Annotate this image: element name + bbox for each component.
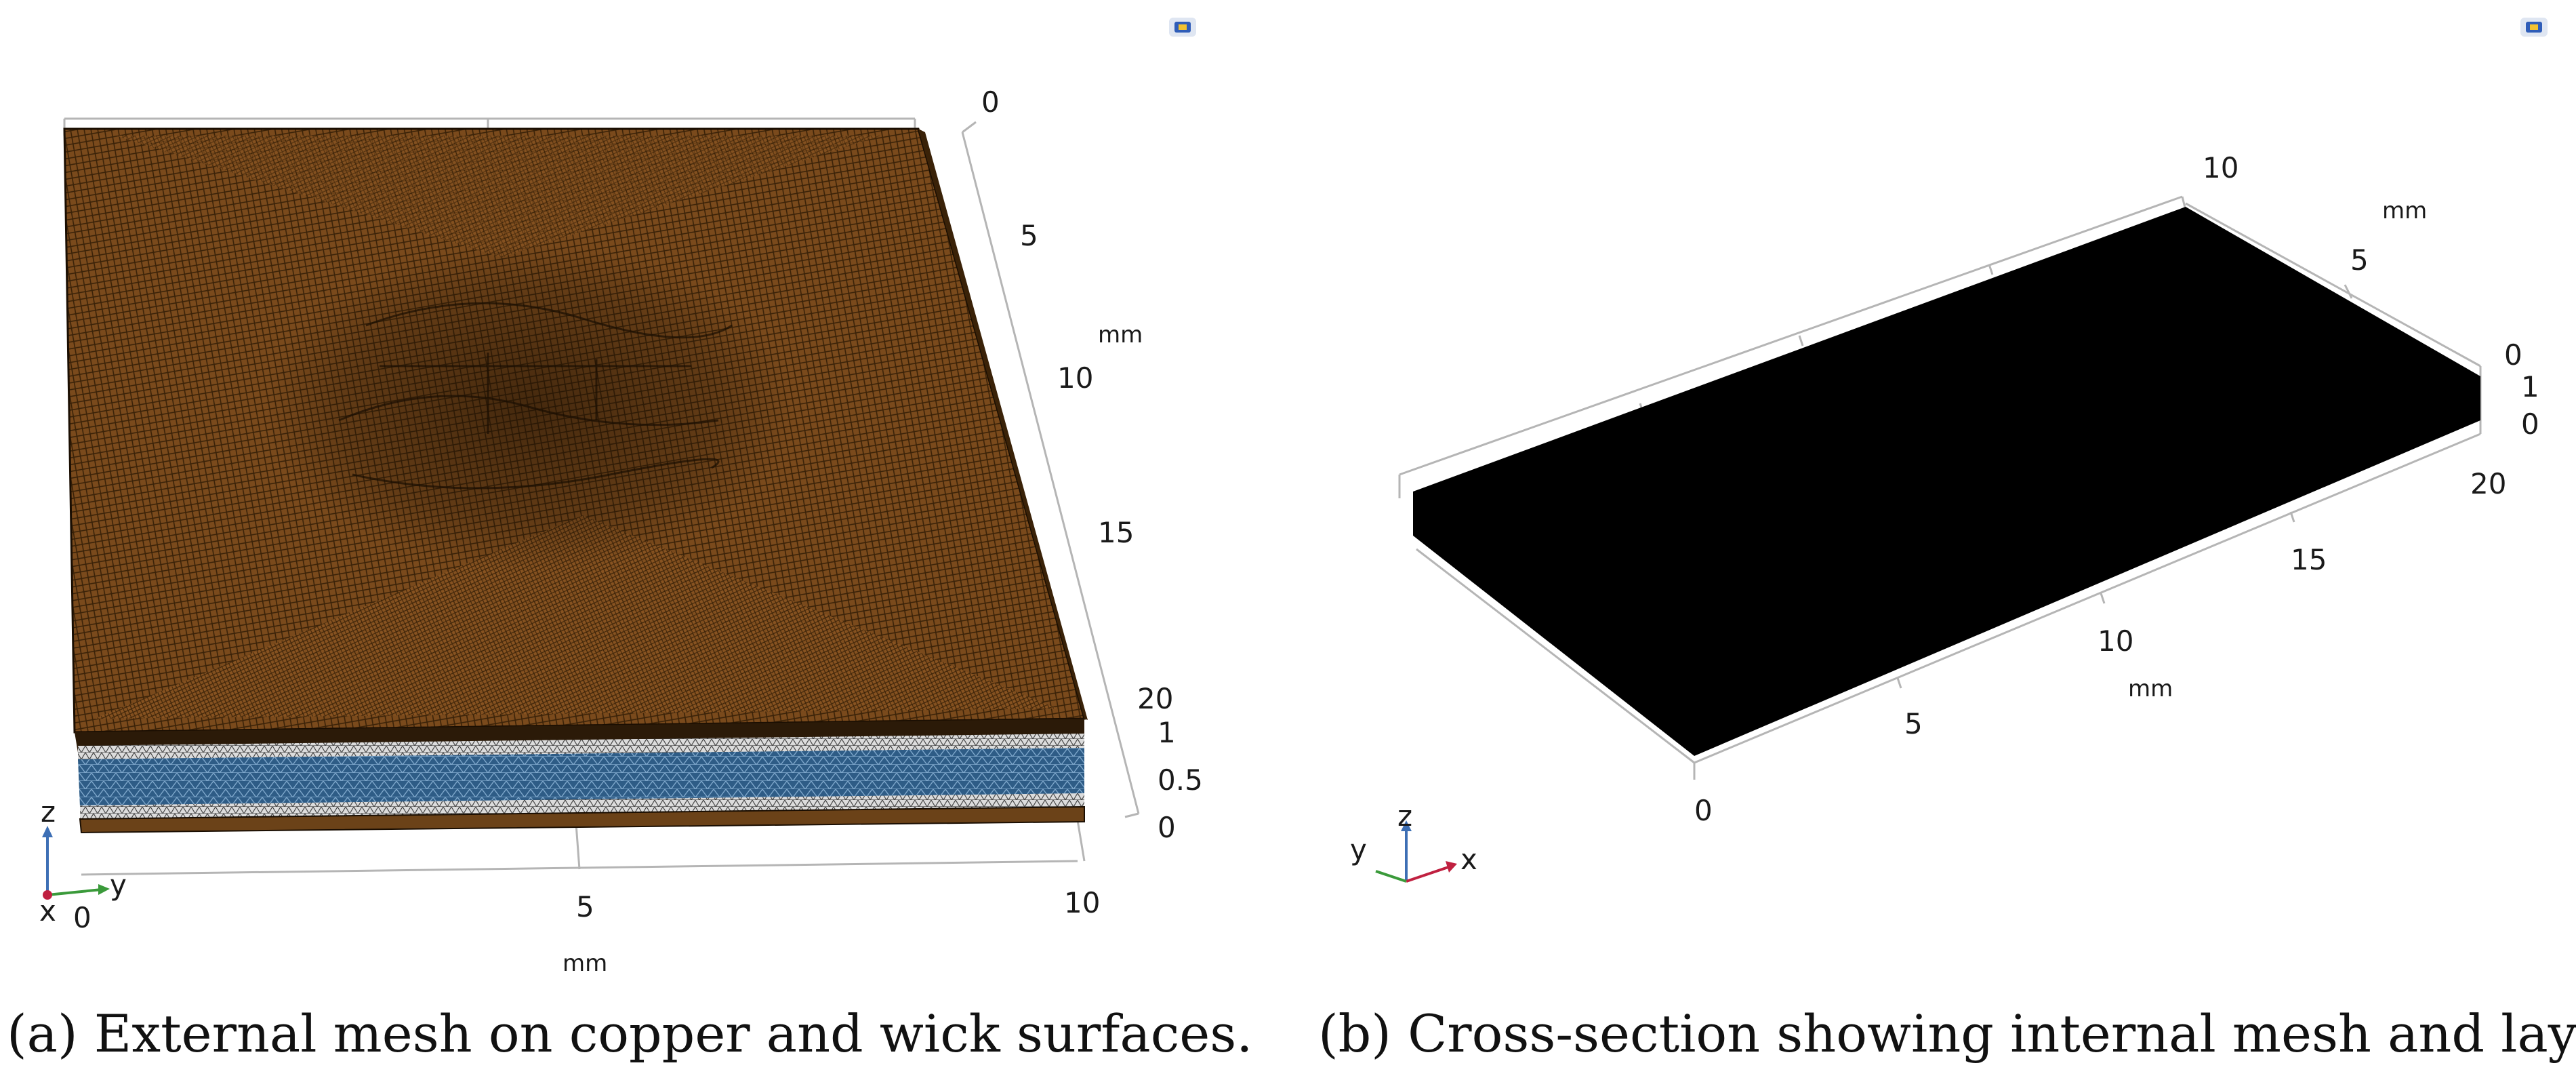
panel-a-x-tick-2: 10 <box>1064 886 1100 919</box>
panel-a-y-unit: mm <box>1098 321 1143 348</box>
copper-top-fine-region <box>95 515 1057 719</box>
panel-b-viewport-icon[interactable] <box>2519 15 2549 39</box>
panel-a-x-axis: 0 5 10 mm <box>73 886 1100 977</box>
panel-b-triad-x: x <box>1460 843 1477 876</box>
panel-b-y-unit: mm <box>2382 197 2427 224</box>
panel-b-x-tick-4: 20 <box>2470 467 2506 500</box>
panel-b-x-tick-1: 5 <box>1904 707 1923 740</box>
panel-a-y-tick-1: 5 <box>1020 219 1038 252</box>
panel-a-axis-triad: z y x <box>39 795 127 927</box>
panel-b: 10 5 0 mm 1 0 0 5 10 15 20 mm <box>1350 151 2539 883</box>
panel-a: 0 5 10 15 20 mm 1 0.5 0 0 5 10 mm <box>39 85 1203 977</box>
panel-a-x-tick-1: 5 <box>576 890 594 923</box>
lower-mesh-layer <box>80 793 1084 820</box>
evaporator-mesh-detail <box>338 302 733 490</box>
panel-b-axis-triad: z x y <box>1350 799 1477 883</box>
wick-layer <box>78 748 1084 807</box>
bottom-copper-layer <box>79 805 1085 834</box>
panel-a-z-tick-1: 0.5 <box>1158 763 1203 797</box>
panel-a-y-tick-2: 10 <box>1057 361 1093 395</box>
panel-b-y-axis: 10 5 0 mm <box>2203 151 2522 372</box>
panel-b-x-tick-2: 10 <box>2098 624 2133 658</box>
panel-b-x-tick-3: 15 <box>2291 543 2327 576</box>
panel-b-z-tick-0: 1 <box>2521 370 2539 403</box>
panel-b-triad-z: z <box>1397 799 1412 833</box>
panel-b-x-axis: 0 5 10 15 20 mm <box>1694 467 2506 827</box>
copper-top-fine-region-2 <box>115 136 881 258</box>
panel-a-y-tick-4: 20 <box>1137 682 1173 715</box>
panel-a-caption: (a) External mesh on copper and wick sur… <box>7 1003 1253 1064</box>
panel-b-y-tick-2: 0 <box>2504 338 2522 372</box>
panel-b-triad-y: y <box>1350 833 1367 866</box>
cross-section-body <box>1413 207 2480 756</box>
copper-right-face <box>918 129 1088 720</box>
panel-a-z-tick-0: 1 <box>1158 716 1176 749</box>
panel-b-x-tick-0: 0 <box>1694 794 1713 827</box>
panel-b-z-tick-1: 0 <box>2521 407 2539 441</box>
panel-a-triad-x: x <box>39 894 56 927</box>
panel-a-z-axis: 1 0.5 0 <box>1158 716 1203 844</box>
panel-b-x-unit: mm <box>2128 675 2173 702</box>
upper-mesh-layer <box>78 734 1084 761</box>
panel-b-z-axis: 1 0 <box>2521 370 2539 441</box>
panel-a-triad-z: z <box>41 795 56 829</box>
panel-a-y-axis: 0 5 10 15 20 mm <box>981 85 1173 715</box>
panel-b-bounding-box <box>1398 195 2482 780</box>
panel-a-viewport-icon[interactable] <box>1168 15 1198 39</box>
panel-a-y-tick-3: 15 <box>1098 516 1134 549</box>
panel-a-triad-y: y <box>110 869 127 902</box>
panel-b-caption: (b) Cross-section showing internal mesh … <box>1318 1003 2576 1064</box>
panel-a-y-tick-0: 0 <box>981 85 1000 119</box>
panel-b-y-tick-0: 10 <box>2203 151 2238 184</box>
panel-a-bounding-box <box>63 117 1140 876</box>
panel-a-z-tick-2: 0 <box>1158 811 1176 844</box>
panel-a-x-tick-0: 0 <box>73 901 91 934</box>
panel-a-x-unit: mm <box>563 950 607 977</box>
panel-b-y-tick-1: 5 <box>2350 243 2369 277</box>
layer-stack-front <box>75 719 1085 834</box>
